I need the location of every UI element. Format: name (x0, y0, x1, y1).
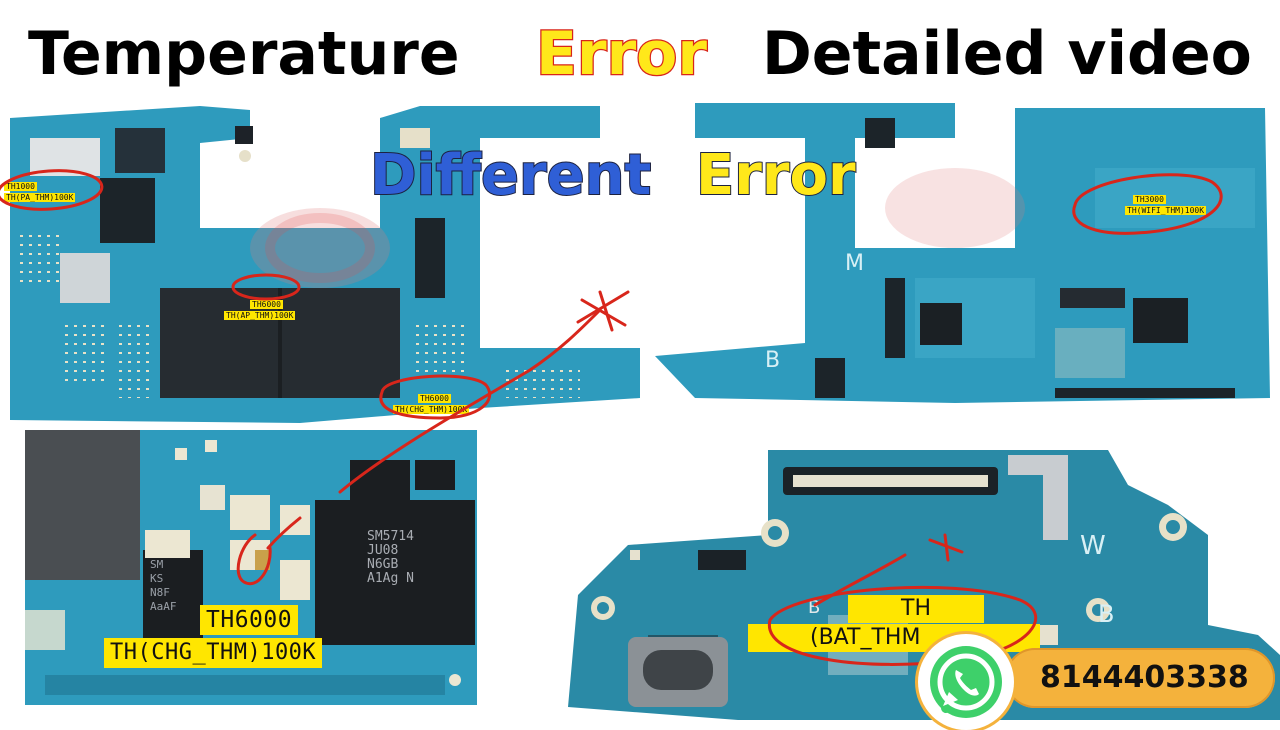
circle-zoom-component (236, 533, 272, 586)
board-letter-w: W (1080, 531, 1106, 561)
x-mark-bat (928, 533, 964, 562)
pcb-main-board-left (0, 98, 660, 428)
board-letter-b-2: B (1098, 600, 1115, 628)
board-letter-b-1: B (765, 348, 781, 373)
circle-pa-thm (0, 169, 104, 211)
whatsapp-icon (930, 646, 1002, 718)
subtitle-different: Different (369, 142, 652, 209)
label-zoom-chg-thm: TH(CHG_THM)100K (104, 638, 323, 668)
label-wifi-ref: TH3000 (1133, 195, 1166, 204)
pointer-line (338, 308, 602, 494)
chip-marking-sm5714: SM5714 JU08 N6GB A1Ag N (367, 529, 414, 586)
pcb-zoom-graphic (25, 430, 475, 695)
label-wifi-thm: TH(WIFI_THM)100K (1125, 206, 1207, 215)
contact-phone-number: 8144403338 (1040, 660, 1249, 695)
pcb-left-graphic (10, 106, 640, 423)
label-ap-thm: TH(AP_THM)100K (224, 311, 296, 320)
circle-bat-thm (768, 585, 1038, 666)
pcb-zoom-panel: SM5714 JU08 N6GB A1Ag N SM KS N8F AaAF (25, 430, 477, 705)
pcb-right-graphic (655, 103, 1270, 403)
circle-ap-thm (231, 273, 301, 301)
title-error: Error (535, 18, 708, 91)
circle-chg-thm (379, 374, 492, 420)
label-zoom-th6000: TH6000 (200, 605, 299, 635)
label-bat-thm: (BAT_THM (748, 624, 1040, 652)
zoom-tail (266, 516, 302, 550)
title-temperature: Temperature (28, 19, 460, 89)
circle-wifi-thm (1072, 173, 1223, 235)
label-ap-ref: TH6000 (250, 300, 283, 309)
subtitle-error: Error (695, 142, 857, 209)
label-pa-thm: TH(PA_THM)100K (4, 193, 76, 202)
label-chg-thm: TH(CHG_THM)100K (393, 405, 470, 414)
title-detailed-video: Detailed video (762, 19, 1252, 89)
label-bat-th: TH (848, 595, 984, 623)
chip-marking-side: SM KS N8F AaAF (150, 558, 177, 613)
bat-pointer-line (813, 553, 907, 607)
pcb-main-board-right: M B (655, 98, 1280, 428)
label-th1000-ref: TH1000 (4, 182, 37, 191)
board-letter-m: M (845, 251, 864, 276)
label-chg-ref: TH6000 (418, 394, 451, 403)
x-mark-top (576, 290, 630, 332)
contact-badge (1005, 648, 1275, 708)
whatsapp-badge (918, 634, 1014, 730)
